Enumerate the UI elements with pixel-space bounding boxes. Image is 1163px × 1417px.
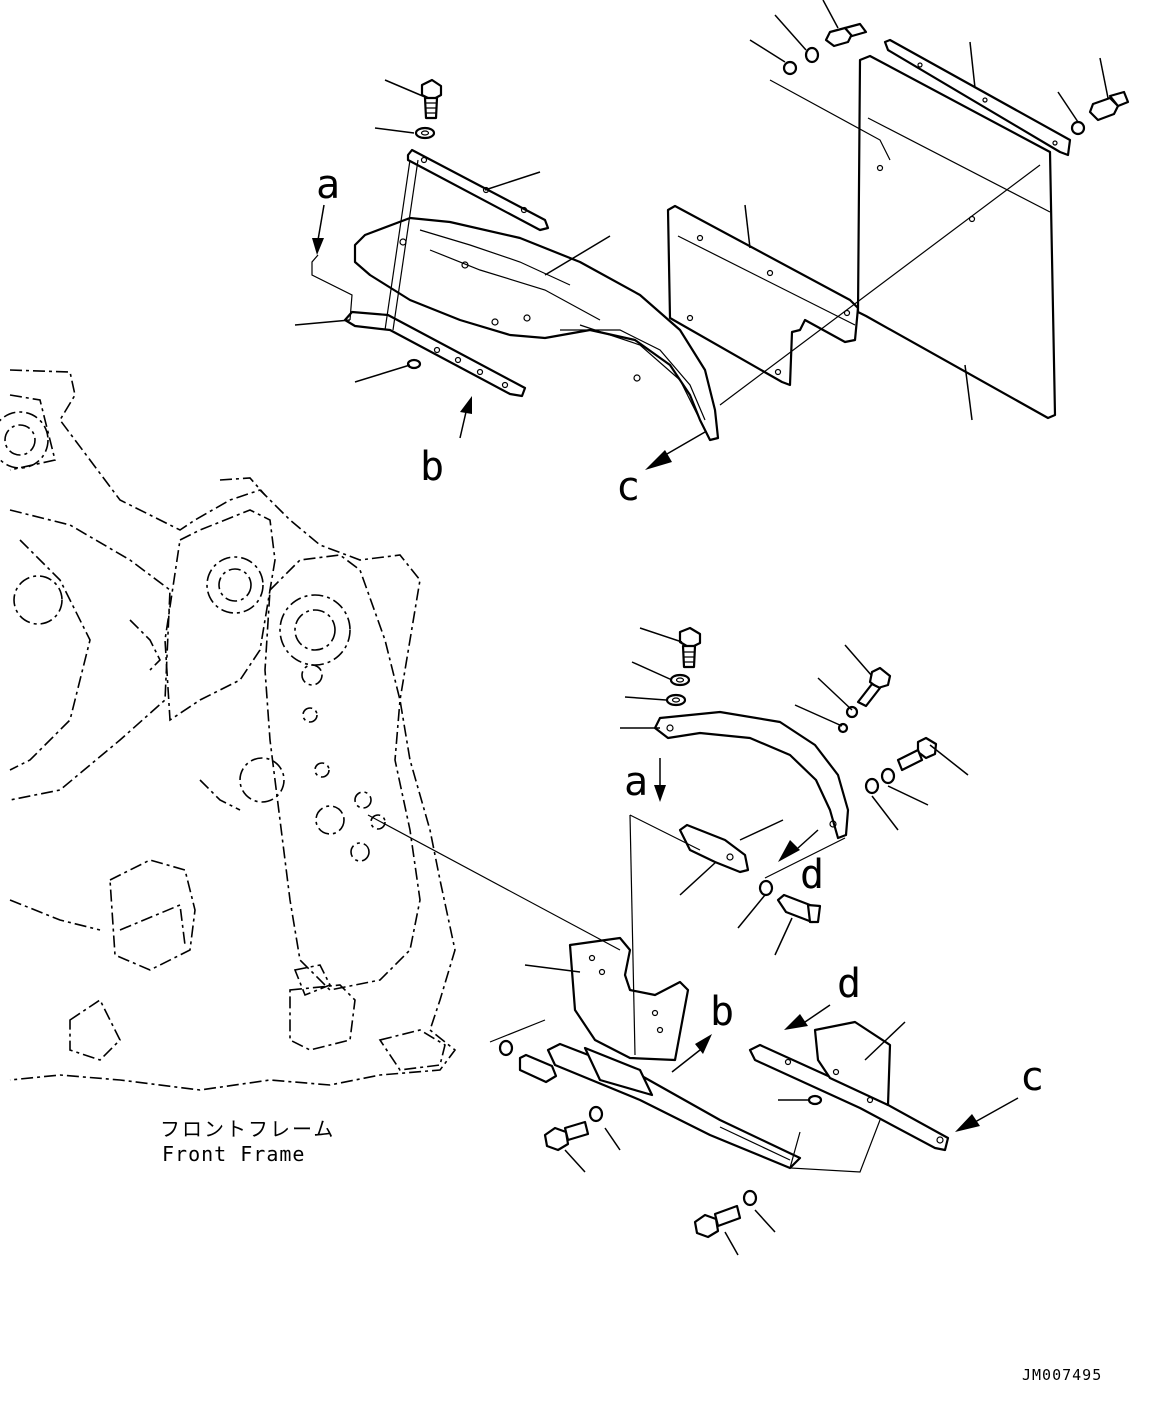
top-right-bolt-2 [1088, 90, 1130, 122]
top-washer-2 [782, 60, 798, 76]
right-guide-rail [748, 1043, 950, 1152]
callout-d-bottom: d [837, 961, 861, 1007]
bottom-bolt-5 [518, 1053, 558, 1084]
drawing-number: JM007495 [1022, 1366, 1102, 1384]
callout-c-bottom: c [1020, 1054, 1044, 1100]
top-right-bolt-1 [824, 22, 868, 48]
arched-fender [653, 710, 850, 840]
callout-a-top: a [316, 162, 340, 208]
bottom-bolt-4 [776, 893, 822, 924]
bottom-bolt-6 [543, 1120, 590, 1152]
flap-top-strip [883, 38, 1072, 157]
mud-flap [856, 54, 1057, 420]
front-frame [0, 369, 457, 1091]
bottom-bolt-3 [896, 736, 938, 772]
small-bracket [678, 823, 750, 874]
bottom-bolt-7 [693, 1204, 742, 1239]
callout-d-middle: d [800, 852, 824, 898]
bottom-bolt-1 [678, 626, 702, 669]
frame-label-japanese: フロントフレーム [160, 1117, 335, 1141]
frame-label-english: Front Frame [162, 1142, 305, 1166]
callout-b-bottom: b [710, 989, 734, 1035]
callout-a-bottom: a [624, 759, 648, 805]
left-bracket-plate [568, 936, 690, 1062]
leader-lines [294, 0, 1109, 1256]
callout-b-top: b [420, 444, 444, 490]
upper-strip-plate [406, 148, 550, 232]
top-nut [406, 358, 422, 370]
top-fender [353, 216, 720, 442]
middle-shield-plate [666, 204, 860, 387]
callout-c-top: c [616, 464, 640, 510]
callout-arrows [311, 204, 1019, 1132]
bottom-assembly [367, 626, 950, 1239]
top-bolt-1 [420, 78, 443, 120]
bottom-bolt-2 [856, 666, 892, 708]
top-assembly [343, 22, 1130, 442]
top-washer-1 [414, 126, 436, 140]
